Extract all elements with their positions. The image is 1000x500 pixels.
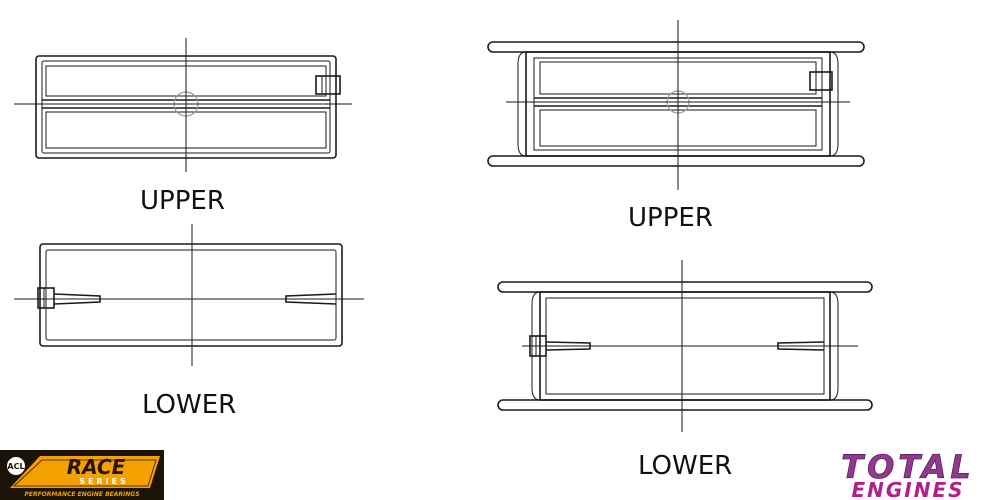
label-upper-right: UPPER xyxy=(628,203,713,233)
race-subtitle-text: SERIES xyxy=(79,477,129,486)
upper-shell-left xyxy=(14,38,352,172)
race-title-text: RACE xyxy=(67,455,126,479)
race-tagline-text: PERFORMANCE ENGINE BEARINGS xyxy=(24,491,139,498)
acl-badge-text: ACL xyxy=(7,462,24,471)
lower-flanged-shell-right xyxy=(497,260,873,432)
lower-shell-left xyxy=(14,224,364,366)
label-lower-left: LOWER xyxy=(142,390,236,420)
acl-race-series-logo: ACL RACE SERIES PERFORMANCE ENGINE BEARI… xyxy=(0,450,164,500)
total-text: TOTAL xyxy=(841,448,975,486)
label-lower-right: LOWER xyxy=(638,451,732,481)
label-upper-left: UPPER xyxy=(140,186,225,216)
upper-flanged-shell-right xyxy=(487,20,865,190)
engines-text: ENGINES xyxy=(851,478,964,500)
total-engines-logo: TOTAL ENGINES xyxy=(841,448,975,500)
